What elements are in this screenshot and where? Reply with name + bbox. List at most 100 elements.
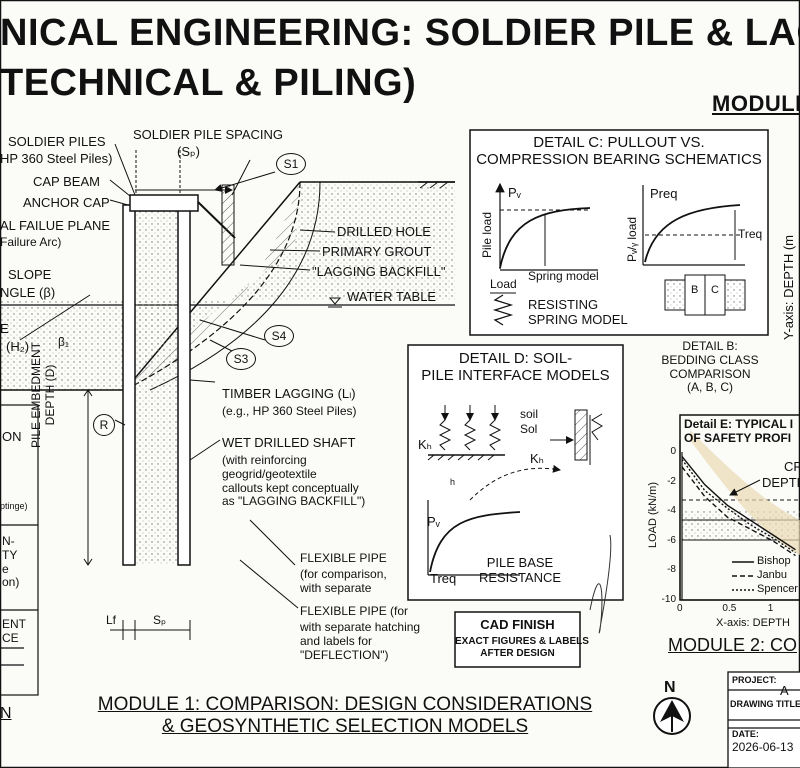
legend-label: Janbu <box>757 569 787 581</box>
detail-d-treq: Treq <box>430 571 457 586</box>
table-row-2: ptinge) <box>0 501 28 511</box>
series-line-spencer <box>681 458 796 554</box>
series-line-janbu <box>681 466 796 557</box>
leader-lines <box>109 143 336 609</box>
north-arrow-symbol <box>653 697 691 735</box>
north-label: N <box>664 679 676 696</box>
title-block <box>727 671 800 768</box>
detail-b-title: DETAIL B: BEDDING CLASS COMPARISON (A, B… <box>661 339 759 395</box>
marker-s3: S3 <box>226 348 256 370</box>
plot-axes <box>681 452 800 601</box>
detail-d-pv: Pᵥ <box>427 514 440 529</box>
series-line-bishop <box>681 456 796 551</box>
label-water-table: WATER TABLE <box>347 289 437 304</box>
detail-e-depth: DEPTH <box>762 475 800 490</box>
label-embedment-depth: PILE EMBEDMENT DEPTH (D) <box>29 341 57 449</box>
title-block-drawing-title: DRAWING TITLE <box>730 699 800 709</box>
soldier-piles <box>122 184 236 566</box>
label-h2: (H₂) <box>6 339 30 354</box>
detail-e-plot <box>681 452 800 601</box>
table-row-3: N- TY e on) <box>2 534 20 590</box>
detail-d-kh-left: Kₕ <box>418 437 432 452</box>
y-tick-label: -4 <box>667 505 676 517</box>
label-cap-beam: CAP BEAM <box>33 174 100 189</box>
detail-d-arrow-h: h <box>450 477 456 487</box>
detail-d-sol: Sol <box>520 422 538 436</box>
detail-d-soil: soil <box>520 407 539 421</box>
table-row-5: N <box>0 705 12 722</box>
title-block-date-value: 2026-06-13 <box>732 740 794 754</box>
label-timber-lagging: TIMBER LAGGING (Lₗ) <box>222 386 356 401</box>
table-row-4: ENT CE <box>2 617 26 645</box>
label-wet-shaft-notes: (with reinforcing geogrid/geotextile cal… <box>222 453 366 509</box>
label-sp: (Sₚ) <box>177 144 200 159</box>
marker-s1: S1 <box>276 153 306 175</box>
cad-finish-title: CAD FINISH <box>480 617 555 632</box>
title-block-date-label: DATE: <box>732 729 759 739</box>
label-flexible-pipe-1-notes: (for comparison, with separate <box>300 567 387 595</box>
detail-e-title: Detail E: TYPICAL I OF SAFETY PROFI <box>684 417 794 445</box>
title-block-project-label: PROJECT: <box>732 675 777 685</box>
label-beta1: β₁ <box>58 335 69 349</box>
detail-c-preq: Preq <box>650 186 678 201</box>
x-tick-label: 0 <box>677 603 683 614</box>
legend-label: Bishop <box>757 555 791 567</box>
detail-d-kh-right: Kₕ <box>530 451 544 466</box>
detail-c-load: Load <box>490 277 517 291</box>
detail-c-pile-load: Pile load <box>480 211 494 258</box>
label-drilled-hole: DRILLED HOLE <box>337 224 431 239</box>
left-table <box>0 404 39 696</box>
dimensions <box>83 150 191 640</box>
marker-s4: S4 <box>264 325 294 347</box>
label-primary-grout: PRIMARY GROUT <box>322 244 432 259</box>
label-sp-dim: Sₚ <box>153 613 167 627</box>
detail-c-title: DETAIL C: PULLOUT VS. COMPRESSION BEARIN… <box>476 134 762 169</box>
y-tick-label: -10 <box>661 594 676 605</box>
table-row-1: ON <box>2 429 22 444</box>
label-wet-shaft: WET DRILLED SHAFT <box>222 435 356 450</box>
label-pile-spacing: SOLDIER PILE SPACING <box>133 127 284 142</box>
label-slope: SLOPE <box>8 267 52 282</box>
label-failure-plane: AL FAILUE PLANE <box>0 218 111 233</box>
detail-c-c: C <box>711 284 719 296</box>
detail-c-pv-load: Pᵥ/ᵧ load <box>625 216 639 262</box>
cad-finish-note: EXACT FIGURES & LABELS AFTER DESIGN <box>455 636 589 659</box>
y-tick-label: -8 <box>667 564 676 576</box>
y-axis-side-title: Y-axis: DEPTH (m <box>781 235 796 340</box>
legend-label: Spencer <box>757 583 798 595</box>
detail-e-x-label: X-axis: DEPTH <box>716 617 790 629</box>
x-tick-label: 0.5 <box>722 603 737 614</box>
label-failure-arc: Failure Arc) <box>0 235 62 249</box>
drawing-title-line2: TECHNICAL & PILING) <box>0 62 417 104</box>
label-anchor-cap: ANCHOR CAP <box>23 195 110 210</box>
y-tick-label: -2 <box>667 475 676 487</box>
label-timber-example: (e.g., HP 360 Steel Piles) <box>222 404 357 418</box>
label-flexible-pipe-1: FLEXIBLE PIPE <box>300 551 387 565</box>
label-soldier-piles: SOLDIER PILES <box>8 134 106 149</box>
detail-c-box <box>469 129 769 336</box>
label-angle: NGLE (β) <box>0 285 56 300</box>
label-flexible-pipe-2: FLEXIBLE PIPE (for <box>300 604 409 618</box>
detail-d-box <box>407 344 624 668</box>
label-hp-steel: HP 360 Steel Piles) <box>0 151 113 166</box>
label-lf: Lf <box>106 613 117 627</box>
y-tick-label: -6 <box>667 534 676 546</box>
detail-c-resisting: RESISTING SPRING MODEL <box>528 297 628 327</box>
x-tick-label: 1 <box>767 603 774 614</box>
detail-c-pv: Pᵥ <box>508 185 521 200</box>
detail-e-cr: CR <box>784 459 800 474</box>
title-block-project-value: A <box>780 683 789 698</box>
marker-r: R <box>93 414 115 436</box>
module-2-title: MODULE 2: CO <box>668 635 798 655</box>
detail-c-treq: Treq <box>738 227 763 241</box>
module-1-title: MODULE 1: COMPARISON: DESIGN CONSIDERATI… <box>97 694 593 737</box>
label-flexible-pipe-2-notes: with separate hatching and labels for "D… <box>300 620 421 662</box>
label-lagging-backfill: "LAGGING BACKFILL" <box>312 264 446 279</box>
detail-d-title: DETAIL D: SOIL- PILE INTERFACE MODELS <box>421 350 610 385</box>
module-header: MODULE <box>712 91 800 116</box>
detail-d-base-resistance: PILE BASE RESISTANCE <box>478 555 562 585</box>
drawing-title-line1: NICAL ENGINEERING: SOLDIER PILE & LAGGIN… <box>0 12 800 54</box>
detail-c-spring-model: Spring model <box>528 269 599 283</box>
